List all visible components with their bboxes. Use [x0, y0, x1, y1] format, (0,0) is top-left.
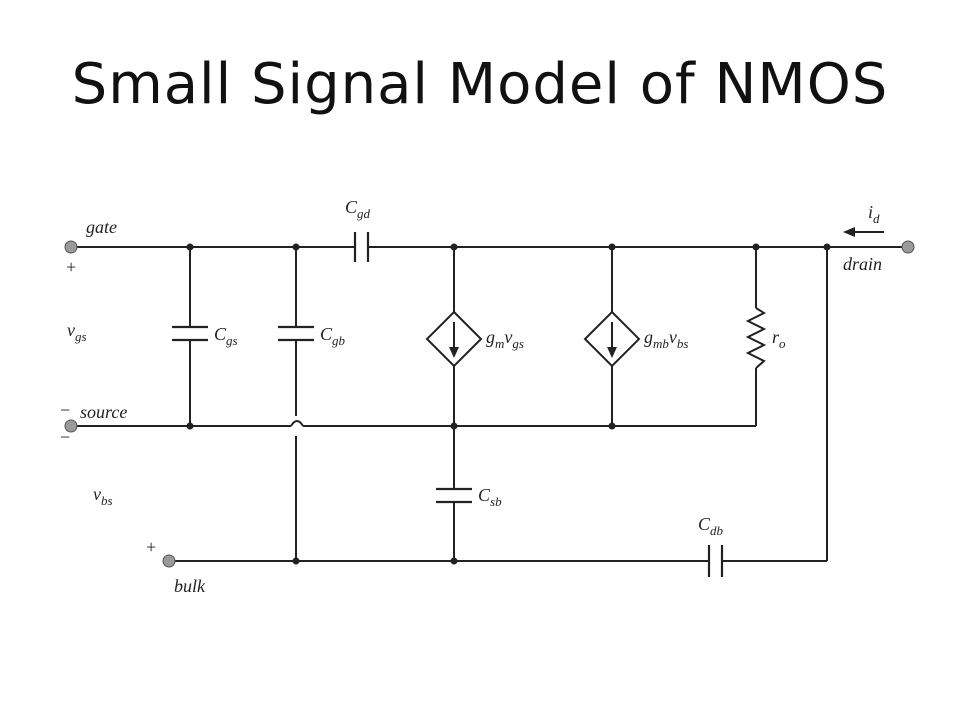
- current-source-gmb: [583, 310, 641, 368]
- source-minus-sign-top: −: [60, 400, 70, 420]
- capacitor-csb: [436, 487, 472, 504]
- source-label: source: [80, 402, 127, 422]
- id-label: id: [868, 202, 880, 226]
- vbs-label: vbs: [93, 484, 113, 508]
- source-terminal: [64, 419, 78, 433]
- gm-vgs-label: gmvgs: [486, 327, 524, 351]
- bulk-terminal: [162, 554, 176, 568]
- id-arrow: [843, 227, 884, 237]
- source-minus-sign-bottom: −: [60, 427, 70, 447]
- bulk-label: bulk: [174, 576, 206, 596]
- capacitor-cgd: [353, 232, 370, 262]
- capacitor-cgb: [278, 325, 314, 342]
- slide-title: Small Signal Model of NMOS: [71, 52, 889, 117]
- drain-label: drain: [843, 254, 882, 274]
- cdb-label: Cdb: [698, 514, 724, 538]
- cgd-label: Cgd: [345, 197, 371, 221]
- capacitor-cgs: [172, 325, 208, 342]
- cgb-label: Cgb: [320, 324, 346, 348]
- wires: [71, 246, 908, 562]
- resistor-ro: [745, 307, 767, 369]
- gate-terminal: [64, 240, 78, 254]
- wire-source-crossover: [290, 420, 304, 427]
- vgs-label: vgs: [67, 320, 87, 344]
- gmb-vbs-label: gmbvbs: [644, 327, 688, 351]
- gate-plus-sign: +: [66, 257, 76, 277]
- junction-dots: [186, 243, 831, 565]
- gate-label: gate: [86, 217, 117, 237]
- bulk-plus-sign: +: [146, 537, 156, 557]
- ro-label: ro: [772, 327, 786, 351]
- capacitor-cdb: [707, 545, 724, 577]
- drain-terminal: [901, 240, 915, 254]
- current-source-gm: [425, 310, 483, 368]
- csb-label: Csb: [478, 485, 502, 509]
- cgs-label: Cgs: [214, 324, 238, 348]
